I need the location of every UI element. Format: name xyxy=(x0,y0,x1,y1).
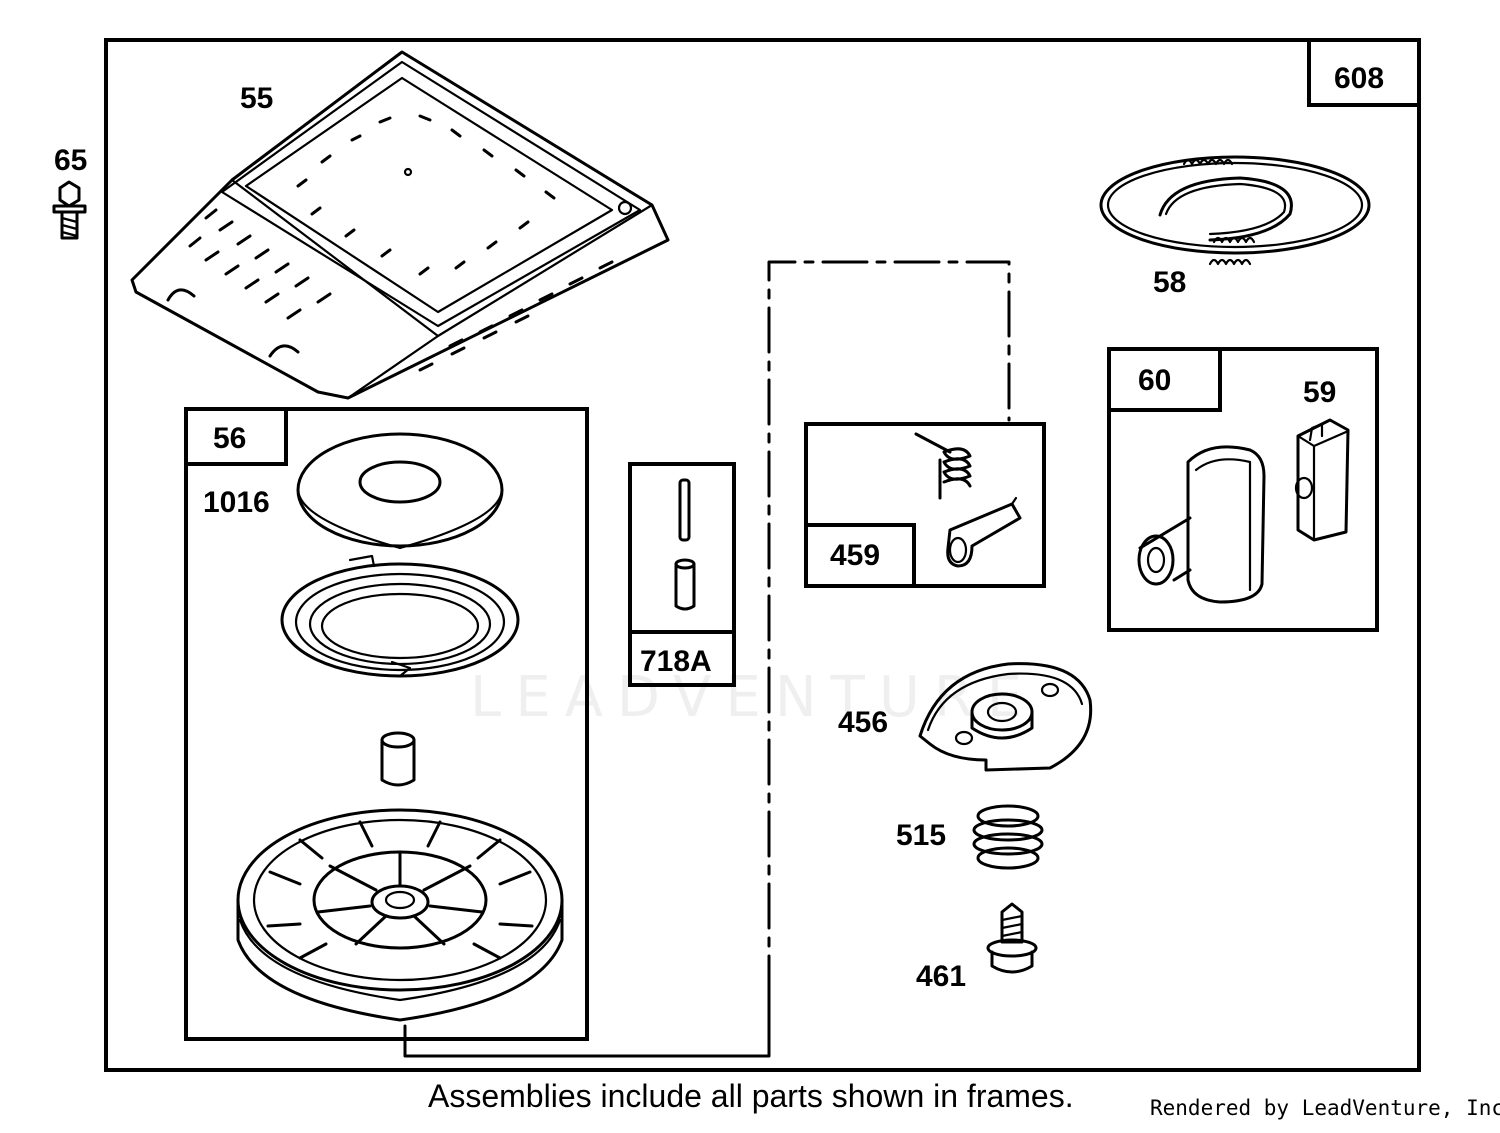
blower-housing-55 xyxy=(130,50,670,400)
label-718a: 718A xyxy=(640,645,712,678)
assemblies-footnote: Assemblies include all parts shown in fr… xyxy=(428,1078,1074,1114)
label-60: 60 xyxy=(1138,364,1171,397)
label-65: 65 xyxy=(54,144,87,177)
frame-718a xyxy=(628,462,736,687)
label-461: 461 xyxy=(916,960,966,993)
label-58: 58 xyxy=(1153,266,1186,299)
label-456: 456 xyxy=(838,706,888,739)
handle-insert-59 xyxy=(1294,418,1350,542)
leader-line-dashed xyxy=(767,260,1011,1002)
starter-handle-60 xyxy=(1137,445,1266,604)
frame-459 xyxy=(804,422,1046,588)
label-56: 56 xyxy=(213,422,246,455)
frame-56-tab xyxy=(186,409,288,466)
bolt-65 xyxy=(52,180,87,240)
spring-515 xyxy=(972,804,1044,870)
label-608: 608 xyxy=(1334,62,1384,95)
frame-459-tab xyxy=(806,523,916,586)
label-515: 515 xyxy=(896,819,946,852)
washer-1016 xyxy=(296,432,504,550)
spring-pawl-459 xyxy=(914,432,1022,568)
recoil-pulley xyxy=(236,808,564,1022)
label-59: 59 xyxy=(1303,376,1336,409)
frame-60-tab xyxy=(1109,349,1222,412)
render-credit: Rendered by LeadVenture, Inc. xyxy=(1150,1096,1500,1120)
frame-608-tab xyxy=(1307,40,1419,107)
frame-60 xyxy=(1107,347,1379,632)
recoil-spring xyxy=(280,554,520,678)
leader-line-pulley xyxy=(403,998,771,1058)
frame-56 xyxy=(184,407,589,1041)
screw-461 xyxy=(986,902,1038,974)
cylinder-pin xyxy=(380,731,416,787)
outer-frame xyxy=(104,38,1421,1072)
label-1016: 1016 xyxy=(203,486,270,519)
label-55: 55 xyxy=(240,82,273,115)
label-459: 459 xyxy=(830,539,880,572)
retainer-456 xyxy=(918,662,1093,772)
pin-kit-718a xyxy=(674,478,696,611)
watermark: LEADVENTURE xyxy=(470,665,1037,730)
rope-58 xyxy=(1099,155,1371,266)
